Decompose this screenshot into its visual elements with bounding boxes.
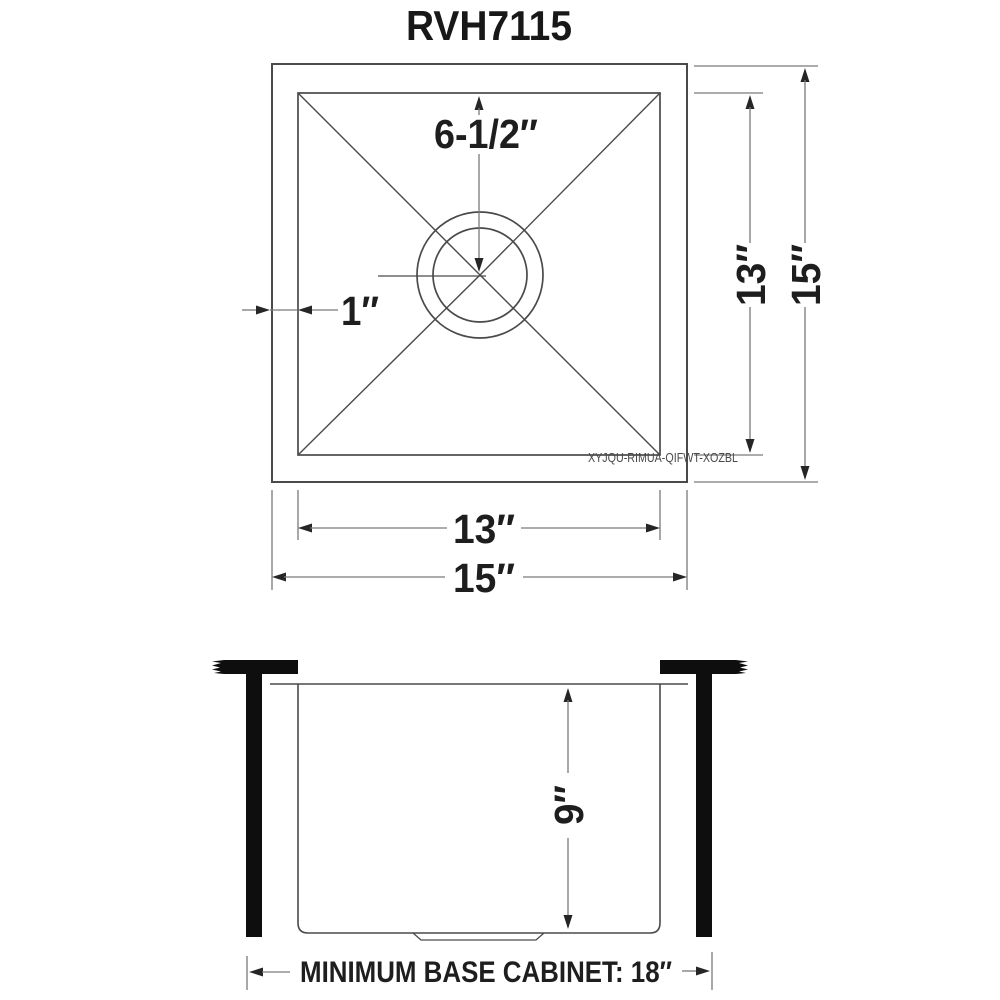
base-cabinet-label: MINIMUM BASE CABINET: 18″ <box>300 956 672 989</box>
overall-width-label: 15″ <box>453 555 515 601</box>
dimension-base-cabinet: MINIMUM BASE CABINET: 18″ <box>246 952 713 990</box>
dimension-inner-depth: 13″ <box>694 92 774 456</box>
drain-outer-circle <box>416 211 544 339</box>
top-view: 6-1/2″ 1″ 13″ 1 <box>242 63 829 601</box>
dimension-inner-width: 13″ <box>297 490 661 552</box>
dimension-drain-offset: 6-1/2″ <box>434 96 538 272</box>
arrowhead-right-icon <box>646 523 660 533</box>
arrowhead-down-icon <box>745 439 755 453</box>
countertop-right-bar <box>660 660 748 674</box>
drain-profile <box>412 932 545 941</box>
cabinet-left-wall <box>246 674 262 937</box>
dimension-rim-width: 1″ <box>242 288 379 334</box>
rim-width-label: 1″ <box>341 288 379 334</box>
arrowhead-left-icon <box>249 967 263 977</box>
cabinet-right-wall <box>696 674 712 937</box>
arrowhead-right-icon <box>696 966 710 976</box>
arrowhead-down-icon <box>474 258 484 272</box>
bowl-profile-outline <box>297 684 661 934</box>
inner-depth-label: 13″ <box>728 244 774 306</box>
arrowhead-down-icon <box>563 915 573 929</box>
dimension-overall-width: 15″ <box>271 490 688 601</box>
arrowhead-right-icon <box>256 305 270 315</box>
countertop-left-bar <box>212 660 298 674</box>
dimension-overall-depth: 15″ <box>694 65 829 483</box>
model-number-title: RVH7115 <box>406 2 572 49</box>
drain-inner-circle <box>432 227 528 323</box>
arrowhead-up-icon <box>474 96 484 110</box>
watermark-text: XYJQU-RIMUA-QIFWT-XOZBL <box>588 450 738 465</box>
dimension-bowl-depth: 9″ <box>546 688 592 929</box>
arrowhead-left-icon <box>272 572 286 582</box>
bowl-depth-label: 9″ <box>546 785 592 825</box>
arrowhead-right-icon <box>673 572 687 582</box>
arrowhead-left-icon <box>298 523 312 533</box>
side-view: 9″ MINIMUM BASE CABINET: 18″ <box>212 660 748 990</box>
arrowhead-up-icon <box>745 95 755 109</box>
inner-width-label: 13″ <box>453 506 515 552</box>
diagonal-top-right <box>479 92 661 276</box>
sink-outer-rim-outline <box>271 63 688 483</box>
arrowhead-down-icon <box>800 466 810 480</box>
diagonal-bottom-left <box>297 274 481 456</box>
arrowhead-left-icon <box>298 305 312 315</box>
overall-depth-label: 15″ <box>783 244 829 306</box>
arrowhead-up-icon <box>563 688 573 702</box>
arrowhead-up-icon <box>800 68 810 82</box>
sink-bowl-outline <box>297 92 661 456</box>
drain-offset-label: 6-1/2″ <box>434 111 538 157</box>
diagonal-top-left <box>297 92 481 276</box>
diagonal-bottom-right <box>479 274 661 456</box>
